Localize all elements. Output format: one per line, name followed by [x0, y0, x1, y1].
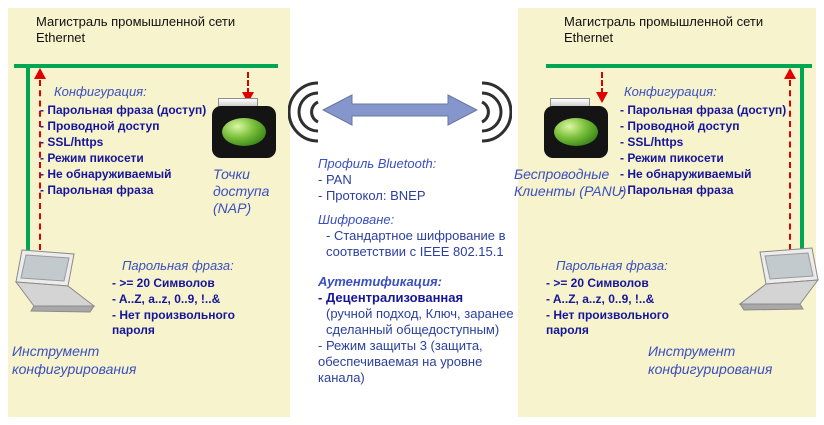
config-item: - Парольная фраза	[620, 183, 734, 197]
authentication-item: - Режим защиты 3 (защита, обеспечиваемая…	[318, 338, 483, 385]
config-item: - Режим пикосети	[40, 151, 144, 165]
encryption-item: - Стандартное шифрование в соответствии …	[326, 228, 506, 259]
left-config-list: - Парольная фраза (доступ) - Проводной д…	[40, 103, 212, 199]
right-passphrase-list: - >= 20 Символов - A..Z, a..z, 0..9, !..…	[546, 276, 696, 339]
config-item: - SSL/https	[40, 135, 104, 149]
encryption-heading: Шифрованe:	[318, 212, 395, 227]
right-network-panel	[518, 8, 816, 417]
laptop-icon	[12, 248, 96, 321]
config-item: - Проводной доступ	[40, 119, 160, 133]
right-client-config-dashed-line	[601, 72, 603, 94]
config-item: - Не обнаруживаемый	[620, 167, 752, 181]
passphrase-item: - A..Z, a..z, 0..9, !..&	[546, 292, 655, 306]
authentication-item: - Децентрализованная	[318, 290, 464, 305]
profile-item: - PAN	[318, 172, 352, 187]
right-panel-title: Магистраль промышленной сети Ethernet	[564, 14, 764, 45]
wireless-waves-icon	[287, 80, 322, 149]
laptop-icon	[738, 246, 822, 319]
right-ethernet-drop-line	[800, 64, 804, 262]
config-item: - Парольная фраза	[40, 183, 154, 197]
authentication-heading: Аутентификация:	[318, 274, 443, 289]
left-network-panel	[8, 8, 290, 417]
right-up-arrowhead-icon	[784, 68, 796, 79]
right-device-label: Беспроводные Клиенты (PANU)	[514, 166, 627, 199]
right-down-arrowhead-icon	[596, 92, 608, 103]
left-up-arrowhead-icon	[34, 68, 46, 79]
wireless-waves-icon	[478, 80, 513, 149]
passphrase-item: - Нет произвольного пароля	[112, 308, 235, 337]
bluetooth-profile-heading: Профиль Bluetooth:	[318, 156, 437, 171]
right-config-heading: Конфигурация:	[624, 84, 717, 99]
left-ethernet-line	[14, 64, 278, 68]
config-item: - Не обнаруживаемый	[40, 167, 172, 181]
right-passphrase-heading: Парольная фраза:	[556, 258, 668, 273]
left-ap-config-dashed-line	[247, 72, 249, 94]
left-device-label: Точки доступа (NAP)	[213, 166, 270, 216]
left-passphrase-list: - >= 20 Символов - A..Z, a..z, 0..9, !..…	[112, 276, 262, 339]
left-panel-title: Магистраль промышленной сети Ethernet	[36, 14, 236, 45]
config-item: - SSL/https	[620, 135, 684, 149]
wireless-client-icon	[544, 98, 608, 158]
left-config-heading: Конфигурация:	[54, 84, 147, 99]
right-config-tool-label: Инструмент конфигурирования	[648, 343, 773, 377]
passphrase-item: - A..Z, a..z, 0..9, !..&	[112, 292, 221, 306]
left-config-path-dashed-line	[39, 80, 41, 250]
passphrase-item: - >= 20 Символов	[112, 276, 215, 290]
left-down-arrowhead-icon	[242, 92, 254, 103]
authentication-item-detail: (ручной подход, Ключ, заранее сделанный …	[326, 306, 514, 337]
passphrase-item: - >= 20 Символов	[546, 276, 649, 290]
right-config-path-dashed-line	[789, 80, 791, 250]
config-item: - Парольная фраза (доступ)	[620, 103, 787, 117]
access-point-icon	[212, 98, 276, 158]
config-item: - Парольная фраза (доступ)	[40, 103, 207, 117]
right-ethernet-line	[546, 64, 812, 68]
config-item: - Режим пикосети	[620, 151, 724, 165]
right-config-list: - Парольная фраза (доступ) - Проводной д…	[620, 103, 805, 199]
config-item: - Проводной доступ	[620, 119, 740, 133]
left-config-tool-label: Инструмент конфигурирования	[12, 343, 137, 377]
passphrase-item: - Нет произвольного пароля	[546, 308, 669, 337]
bidirectional-arrow-icon	[321, 92, 479, 133]
bluetooth-info-block: Профиль Bluetooth: - PAN - Протокол: BNE…	[318, 156, 516, 386]
left-ethernet-drop-line	[26, 64, 30, 262]
left-passphrase-heading: Парольная фраза:	[122, 258, 234, 273]
profile-item: - Протокол: BNEP	[318, 188, 426, 203]
